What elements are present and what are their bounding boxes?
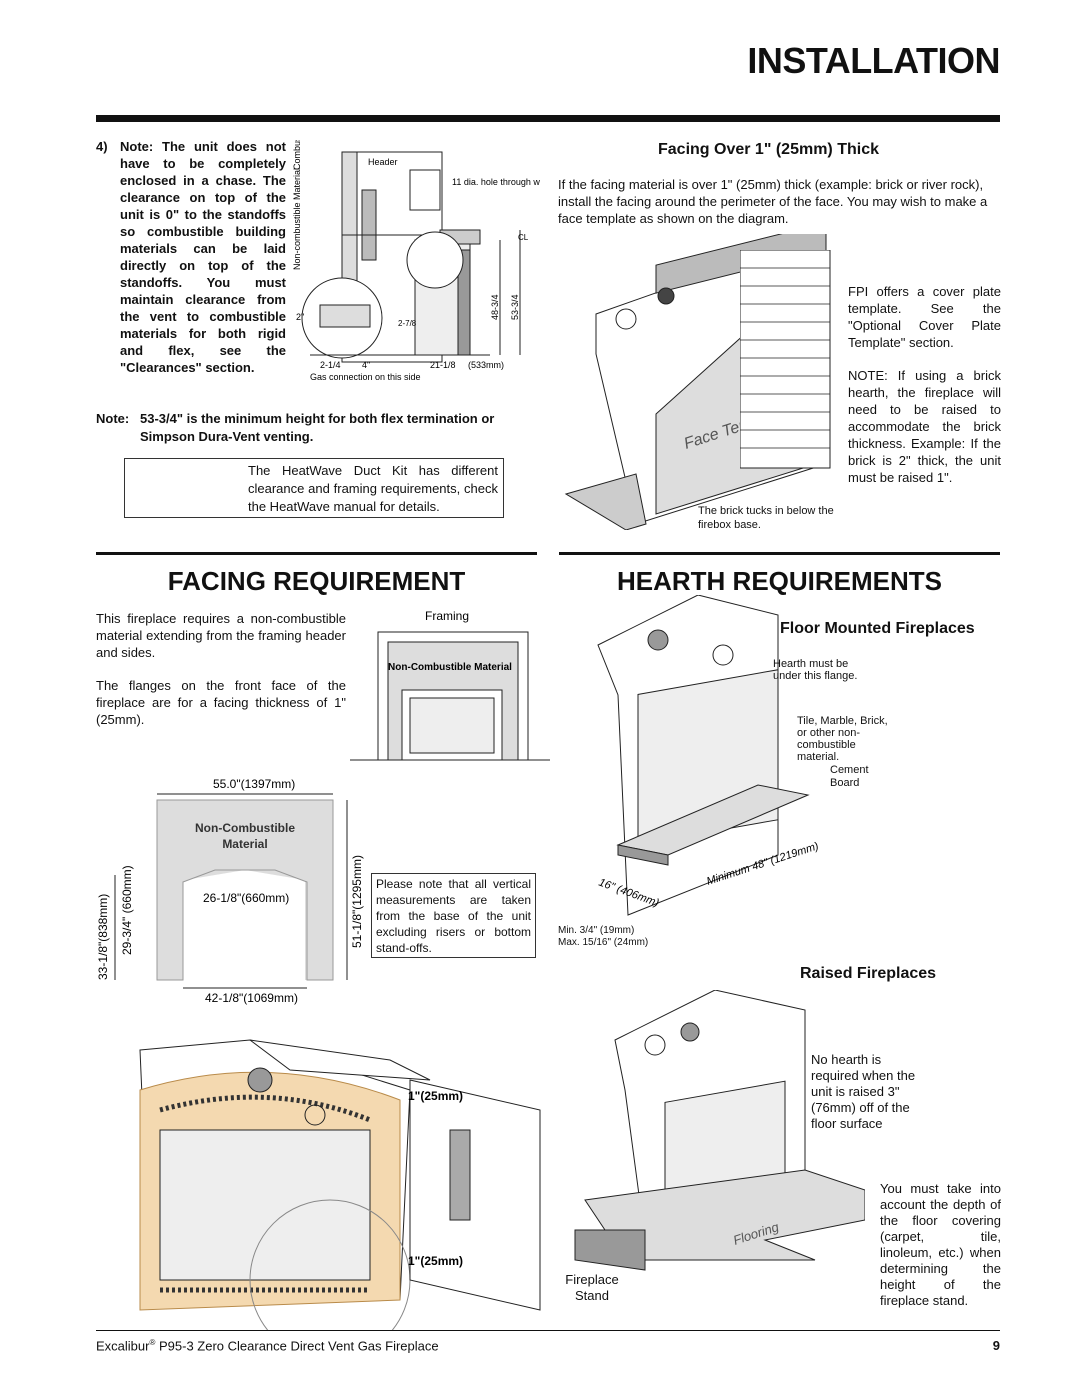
facing-requirement-title: FACING REQUIREMENT — [167, 566, 466, 596]
diagram-dim-533: (533mm) — [468, 360, 504, 370]
page-title: INSTALLATION — [747, 40, 1000, 81]
diagram-gas-connection: Gas connection on this side — [310, 372, 421, 382]
note-number: 4) — [96, 139, 108, 154]
dim-bottom: 42-1/8"(1069mm) — [205, 991, 298, 1005]
diagram-noncombustible-label: Non-combustible Material — [292, 168, 302, 270]
no-hearth-note: No hearth is required when the unit is r… — [811, 1052, 916, 1131]
footer-rule — [96, 1330, 1000, 1331]
framing-diagram: Framing Non-Combustible Material — [350, 609, 550, 761]
max-thickness: Max. 15/16" (24mm) — [558, 937, 649, 948]
material-label-large: Material — [222, 837, 267, 851]
diagram-dim-2118: 21-1/8 — [430, 360, 456, 370]
heatwave-note-box: The HeatWave Duct Kit has different clea… — [124, 458, 504, 518]
note-lead: Note: — [96, 411, 130, 426]
footer-text: Excalibur® P95-3 Zero Clearance Direct V… — [96, 1338, 439, 1353]
diagram-dim-214: 2-1/4 — [320, 360, 341, 370]
dim-1in-bottom: 1"(25mm) — [408, 1254, 463, 1268]
dim-width: 55.0"(1397mm) — [213, 777, 295, 791]
dim-left: 33-1/8"(838mm) — [96, 894, 110, 980]
footer-reg: ® — [149, 1338, 156, 1347]
facing-section-rule — [96, 552, 537, 555]
hearth-under-note: Hearth must be under this flange. — [773, 658, 858, 682]
cement-board-note: Cement Board — [830, 764, 869, 789]
floor-covering-note: You must take into account the depth of … — [880, 1181, 1001, 1308]
header-rule — [96, 115, 1000, 122]
hearth-requirements-title: HEARTH REQUIREMENTS — [616, 566, 942, 596]
footer-description: P95-3 Zero Clearance Direct Vent Gas Fir… — [155, 1338, 439, 1354]
diagram-hole-note: 11 dia. hole through wall for Flex or fo… — [452, 177, 540, 187]
page-number: 9 — [992, 1338, 1000, 1353]
diagram-cl-mark: CL — [518, 233, 529, 242]
noncomb-label-large: Non-Combustible — [195, 821, 295, 835]
dim-inner-width: 26-1/8"(660mm) — [203, 891, 289, 905]
facing-over-heading: Facing Over 1" (25mm) Thick — [658, 141, 879, 158]
brick-wall — [740, 250, 831, 469]
heatwave-note-text: The HeatWave Duct Kit has different clea… — [248, 463, 498, 514]
diagram-dim-53: 53-3/4 — [510, 294, 520, 320]
footer-brand: Excalibur — [96, 1338, 150, 1354]
fireplace-stand-label: Fireplace Stand — [565, 1272, 619, 1303]
raised-fireplace-diagram: Flooring — [574, 990, 865, 1271]
dim-height: 51-1/8"(1295mm) — [350, 855, 364, 948]
floor-mounted-diagram: Minimum 48" (1219mm) 16" (406mm) — [597, 595, 821, 916]
hearth-section-rule — [559, 552, 1000, 555]
note-4: 4) Note: The unit does not have to be co… — [96, 138, 286, 376]
framing-label: Framing — [425, 609, 469, 623]
diagram-combustible-label: Combustible Material — [292, 140, 302, 170]
min-thickness: Min. 3/4" (19mm) — [558, 925, 635, 936]
facing-req-p2: The flanges on the front face of the fir… — [96, 678, 346, 727]
raised-fireplaces-heading: Raised Fireplaces — [800, 965, 937, 982]
diagram-header-label: Header — [368, 157, 398, 167]
fpi-cover-note: FPI offers a cover plate template. See t… — [848, 284, 1001, 350]
facing-unit-diagram: 1"(25mm) 1"(25mm) — [139, 1039, 541, 1330]
clearance-diagram: Combustible Material Non-combustible Mat… — [292, 140, 540, 382]
diagram-dim-48: 48-3/4 — [490, 294, 500, 320]
tile-note: Tile, Marble, Brick, or other non-combus… — [797, 715, 888, 763]
diagram-dim-2: 2" — [296, 312, 304, 322]
facing-over-text: If the facing material is over 1" (25mm)… — [558, 177, 988, 226]
noncomb-label-small: Non-Combustible Material — [388, 662, 512, 673]
facing-req-p1: This fireplace requires a non-combustibl… — [96, 611, 346, 660]
diagram-dim-4: 4" — [362, 360, 370, 370]
dim-left2: 29-3/4" (660mm) — [120, 865, 134, 955]
note-min-height: Note: 53-3/4" is the minimum height for … — [96, 410, 546, 446]
dim-1in-top: 1"(25mm) — [408, 1089, 463, 1103]
note-4-text: Note: The unit does not have to be compl… — [120, 139, 286, 375]
brick-hearth-note: NOTE: If using a brick hearth, the firep… — [848, 368, 1001, 485]
vertical-measurement-note: Please note that all vertical measuremen… — [371, 873, 536, 958]
floor-mounted-heading: Floor Mounted Fireplaces — [780, 620, 975, 637]
note-min-height-text: 53-3/4" is the minimum height for both f… — [140, 411, 495, 444]
brick-tucks-note: The brick tucks in below the firebox bas… — [698, 505, 834, 531]
diagram-dim-278: 2-7/8 — [398, 319, 417, 328]
noncombustible-dimension-diagram: 55.0"(1397mm) Non-Combustible Material 5… — [96, 777, 364, 1005]
